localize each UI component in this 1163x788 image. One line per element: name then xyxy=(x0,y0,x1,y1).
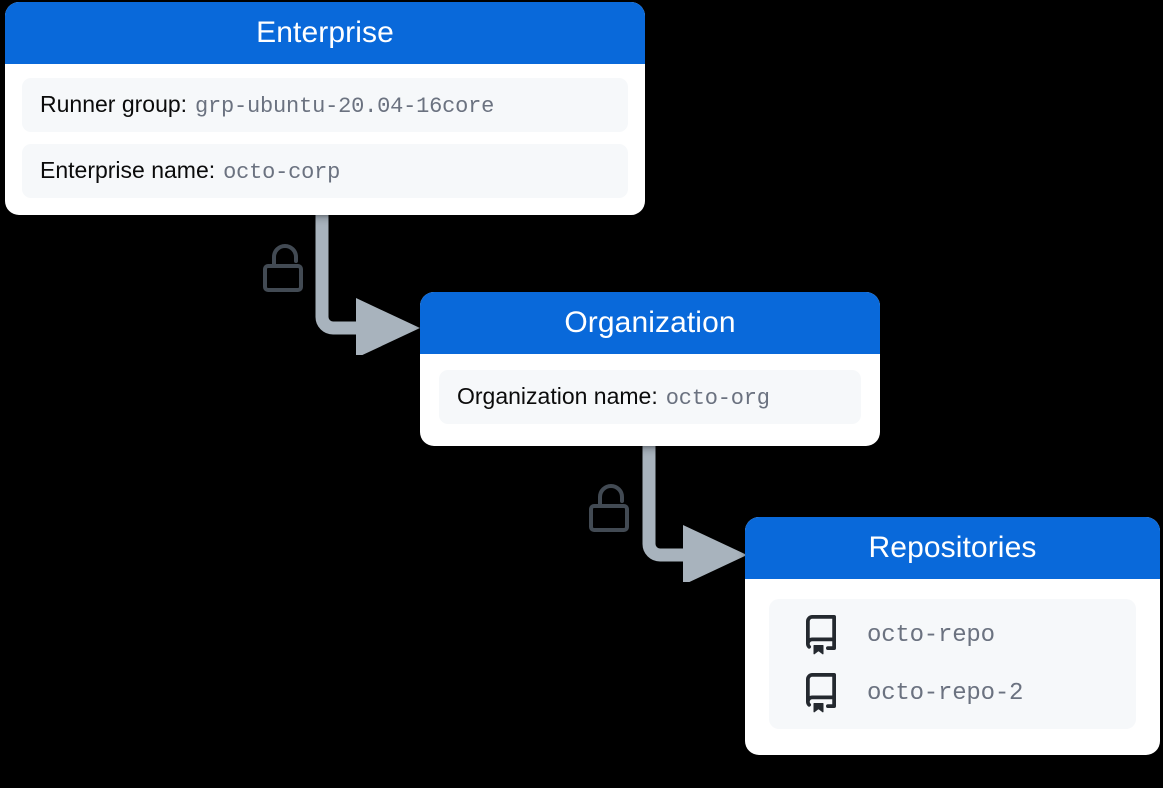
repo-icon xyxy=(806,673,836,713)
enterprise-runner-group-label: Runner group: xyxy=(40,91,188,117)
connector-enterprise-to-organization xyxy=(315,205,420,355)
enterprise-name-label: Enterprise name: xyxy=(40,157,216,183)
repo-icon xyxy=(806,615,836,655)
repositories-card-body: octo-repo octo-repo-2 xyxy=(745,579,1160,755)
repository-name: octo-repo xyxy=(867,621,995,649)
organization-name-value: octo-org xyxy=(665,386,770,411)
enterprise-card: Enterprise Runner group: grp-ubuntu-20.0… xyxy=(5,2,645,215)
organization-name-row: Organization name: octo-org xyxy=(439,370,861,424)
repositories-list: octo-repo octo-repo-2 xyxy=(769,599,1136,729)
list-item[interactable]: octo-repo xyxy=(787,615,1118,655)
organization-card-body: Organization name: octo-org xyxy=(420,354,880,446)
enterprise-name-value: octo-corp xyxy=(223,160,341,185)
organization-name-label: Organization name: xyxy=(457,383,658,409)
repository-name: octo-repo-2 xyxy=(867,679,1024,707)
enterprise-name-row: Enterprise name: octo-corp xyxy=(22,144,628,198)
repositories-card: Repositories octo-repo octo-repo-2 xyxy=(745,517,1160,755)
enterprise-card-header: Enterprise xyxy=(5,2,645,64)
list-item[interactable]: octo-repo-2 xyxy=(787,673,1118,713)
enterprise-runner-group-value: grp-ubuntu-20.04-16core xyxy=(195,94,495,119)
organization-card: Organization Organization name: octo-org xyxy=(420,292,880,446)
unlocked-padlock-icon-2 xyxy=(589,484,629,532)
enterprise-card-body: Runner group: grp-ubuntu-20.04-16core En… xyxy=(5,64,645,215)
unlocked-padlock-icon-1 xyxy=(263,244,303,292)
organization-card-header: Organization xyxy=(420,292,880,354)
connector-organization-to-repositories xyxy=(642,432,747,582)
enterprise-runner-group-row: Runner group: grp-ubuntu-20.04-16core xyxy=(22,78,628,132)
repositories-card-header: Repositories xyxy=(745,517,1160,579)
